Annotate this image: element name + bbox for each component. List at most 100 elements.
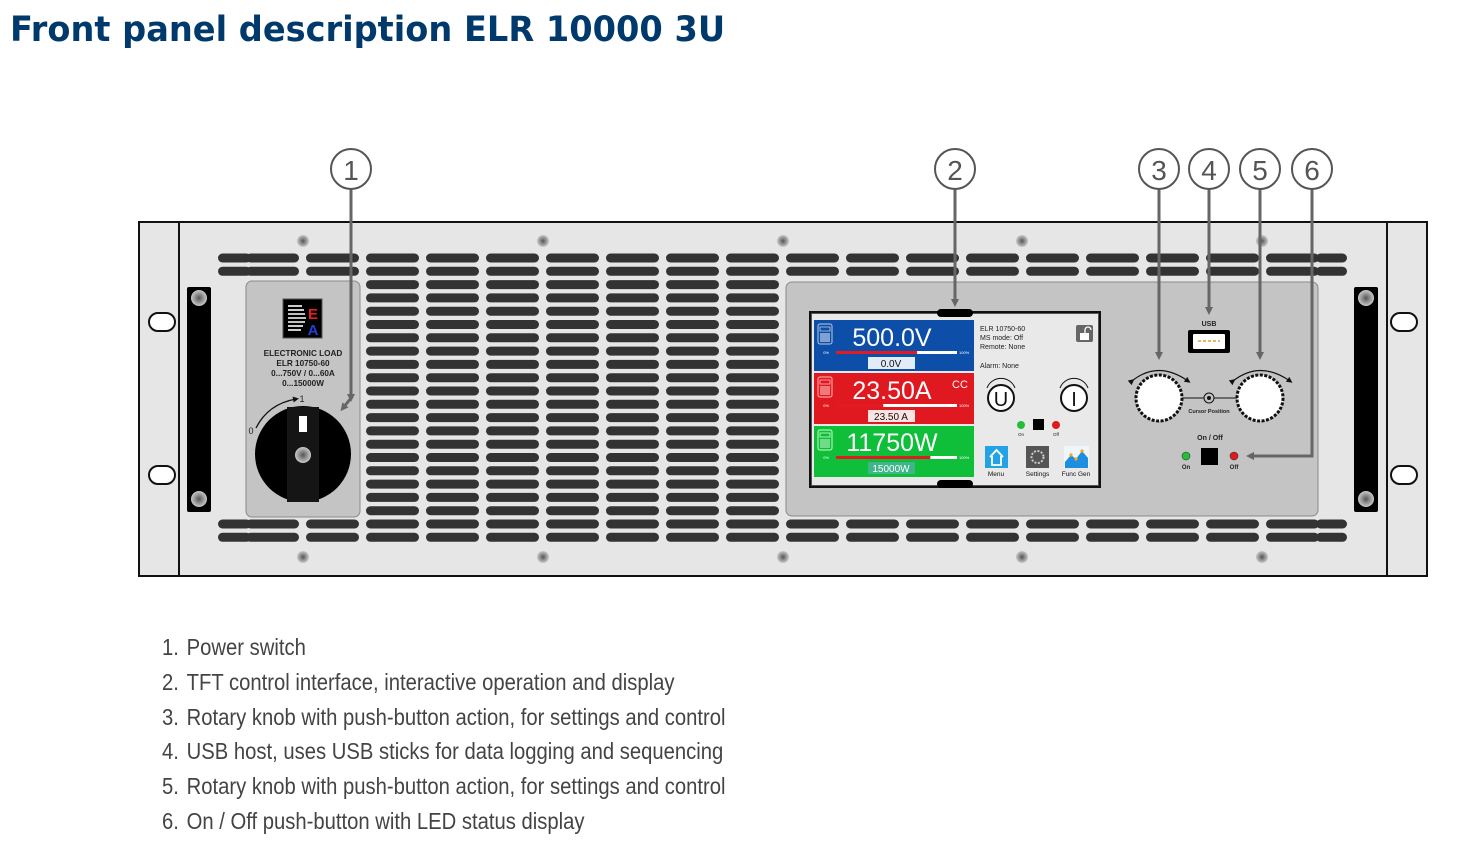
vent-slot: [606, 253, 659, 263]
current-set-box[interactable]: [868, 410, 915, 422]
settings-label: Settings: [1026, 471, 1050, 478]
vent-slot: [1266, 253, 1319, 263]
current-mode-badge: CC: [952, 379, 968, 391]
svg-text:4: 4: [1201, 155, 1217, 186]
vent-slot: [666, 466, 719, 476]
screw-icon: [1016, 551, 1028, 563]
vent-slot: [1316, 519, 1347, 529]
voltage-knob-icon[interactable]: U: [986, 377, 1016, 412]
svg-text:5: 5: [1252, 155, 1268, 186]
vent-slot: [366, 399, 419, 409]
vent-slot: [426, 506, 479, 516]
vent-slot: [666, 280, 719, 290]
cursor-position-label: Cursor Position: [1188, 409, 1230, 415]
voltage-set-box[interactable]: [868, 357, 915, 369]
voltage-min: 0%: [823, 350, 829, 355]
screw-icon: [297, 235, 309, 247]
tft-onoff-button[interactable]: [1033, 419, 1044, 430]
vent-slot: [306, 266, 359, 276]
current-panel[interactable]: 23.50A CC 0% 100% 23.50 A: [814, 373, 974, 424]
vent-slot: [606, 293, 659, 303]
vent-slot: [1086, 266, 1139, 276]
vent-slot: [786, 532, 839, 542]
vent-slot: [426, 266, 479, 276]
current-min: 0%: [823, 403, 829, 408]
rotary-knob-right[interactable]: [1228, 370, 1293, 423]
vent-slot: [1146, 532, 1199, 542]
vent-slot: [366, 439, 419, 449]
vent-slot: [726, 346, 779, 356]
vent-slot: [486, 519, 539, 529]
vent-slot: [726, 399, 779, 409]
onoff-button[interactable]: [1201, 448, 1218, 465]
vent-slot: [1026, 519, 1079, 529]
unlock-icon[interactable]: [1076, 325, 1093, 342]
power-panel[interactable]: 11750W 0% 100% 15000W: [814, 426, 974, 477]
calculator-icon: [817, 376, 833, 398]
vent-slot: [486, 293, 539, 303]
switch-off-label: 0: [248, 426, 253, 436]
vent-slot: [366, 320, 419, 329]
vent-slot: [606, 532, 659, 542]
vent-slot: [426, 532, 479, 542]
vent-slot: [846, 519, 899, 529]
vent-slot: [426, 479, 479, 489]
vent-slot: [606, 359, 659, 369]
vent-slot: [486, 399, 539, 409]
tft-display[interactable]: 500.0V 0% 100% 0.0V 23.50A CC 0% 100% 23…: [809, 309, 1101, 488]
voltage-panel[interactable]: 500.0V 0% 100% 0.0V: [814, 320, 974, 371]
vent-slot: [306, 519, 359, 529]
settings-button[interactable]: Settings: [1026, 446, 1050, 478]
screw-icon: [537, 235, 549, 247]
vent-slot: [726, 506, 779, 516]
power-switch[interactable]: [255, 406, 351, 502]
vent-slot: [1146, 519, 1199, 529]
cursor-position-indicator: Cursor Position: [1182, 392, 1237, 415]
vent-slot: [666, 373, 719, 383]
vent-slot: [666, 306, 719, 316]
vent-slot: [1026, 532, 1079, 542]
vent-slot: [1146, 253, 1199, 263]
menu-button[interactable]: Menu: [985, 446, 1008, 478]
vent-slot: [426, 333, 479, 343]
onoff-section: On / Off On Off: [1181, 435, 1239, 471]
current-knob-icon[interactable]: I: [1059, 377, 1089, 412]
vent-slot: [606, 320, 659, 329]
usb-port[interactable]: USB: [1188, 321, 1230, 353]
rack-ear-right: [1390, 312, 1418, 485]
callout-markers: 1 2 3 4 5 6: [330, 148, 1333, 190]
vent-slot: [666, 413, 719, 423]
vent-slot: [1146, 266, 1199, 276]
vent-slot: [606, 346, 659, 356]
vent-slot: [486, 506, 539, 516]
vent-slot: [1206, 253, 1259, 263]
led-on-indicator: [1181, 451, 1191, 461]
vent-slot: [426, 492, 479, 502]
vent-slot: [366, 426, 419, 436]
vent-slot: [666, 532, 719, 542]
func-gen-button[interactable]: Func Gen: [1062, 446, 1091, 478]
vent-slot: [546, 399, 599, 409]
legend-item: 1.Power switch: [162, 634, 306, 660]
power-bar-fill: [836, 456, 931, 459]
vent-slot: [366, 492, 419, 502]
vent-slot: [486, 426, 539, 436]
callout-lines: [340, 189, 1314, 460]
vent-slot: [366, 506, 419, 516]
vent-slot: [546, 439, 599, 449]
led-off-indicator: [1229, 451, 1239, 461]
power-set-box[interactable]: [868, 462, 915, 474]
vent-slot: [666, 346, 719, 356]
vent-slot: [486, 466, 539, 476]
tft-on-label: On: [1018, 432, 1025, 437]
info-model: ELR 10750-60: [980, 326, 1025, 333]
vent-slot: [486, 532, 539, 542]
calculator-icon: [817, 323, 833, 345]
vent-slot: [726, 492, 779, 502]
vent-slot: [726, 519, 779, 529]
vent-slot: [486, 266, 539, 276]
screw-icon: [191, 290, 207, 306]
power-actual: 11750W: [846, 429, 938, 457]
vent-slot: [546, 466, 599, 476]
